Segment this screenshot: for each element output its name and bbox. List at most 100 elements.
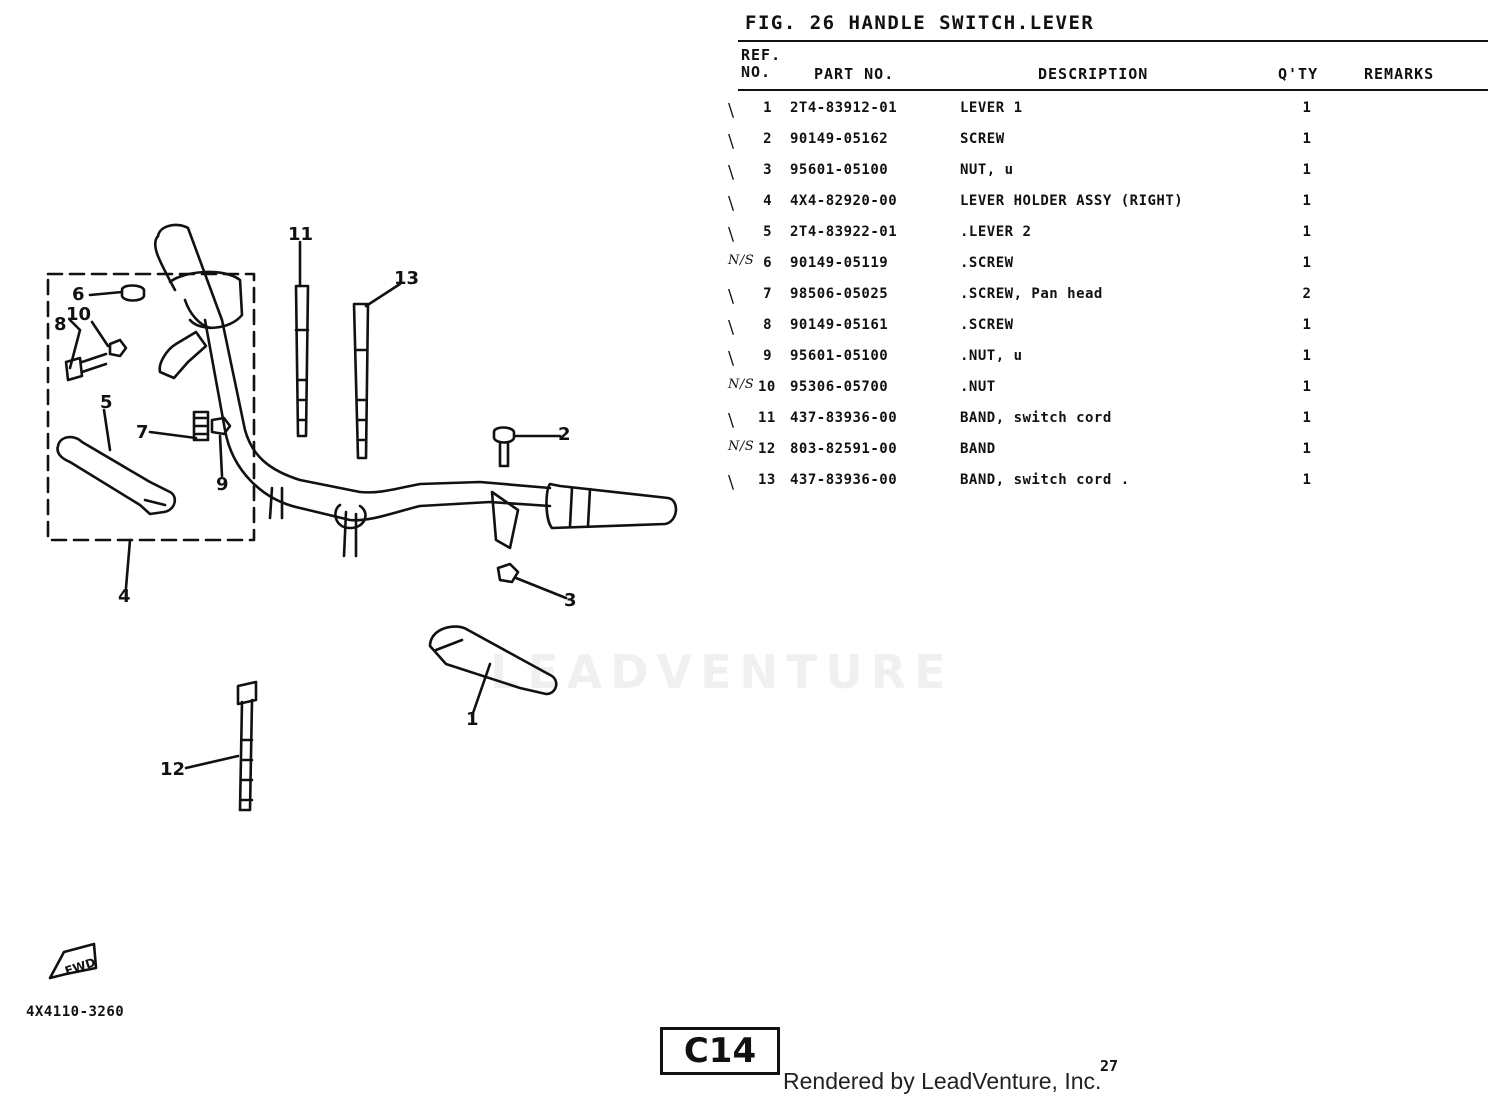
part-no-cell: 2T4-83922-01 xyxy=(790,224,898,240)
check-mark: \ xyxy=(728,193,735,214)
callout-12: 12 xyxy=(160,759,185,780)
callout-6: 6 xyxy=(72,284,85,305)
ref-no-cell: 4 xyxy=(763,193,772,209)
callout-1: 1 xyxy=(466,709,479,730)
ref-no-cell: 3 xyxy=(763,162,772,178)
callout-2: 2 xyxy=(558,424,571,445)
fwd-arrow-label: FWD xyxy=(63,955,97,978)
watermark: LEADVENTURE xyxy=(490,645,954,699)
check-mark: \ xyxy=(728,317,735,338)
qty-cell: 1 xyxy=(1302,255,1312,271)
check-mark: N/S xyxy=(728,439,755,454)
part-no-cell: 90149-05162 xyxy=(790,131,889,147)
part-no-cell: 95601-05100 xyxy=(790,348,889,364)
callout-11: 11 xyxy=(288,224,313,245)
check-mark: \ xyxy=(728,131,735,152)
exploded-parts-diagram: 1 2 3 4 5 6 7 8 9 10 11 12 13 FWD xyxy=(46,223,678,980)
table-row: \ 8 90149-05161 .SCREW 1 xyxy=(728,317,1468,343)
table-row: \ 1 2T4-83912-01 LEVER 1 1 xyxy=(728,100,1468,126)
ref-no-cell: 5 xyxy=(763,224,772,240)
callout-9: 9 xyxy=(216,474,229,495)
description-cell: SCREW xyxy=(960,131,1005,147)
description-cell: .SCREW, Pan head xyxy=(960,286,1103,302)
callout-10: 10 xyxy=(66,304,91,325)
qty-cell: 1 xyxy=(1302,379,1312,395)
table-header-rule xyxy=(738,89,1488,91)
ref-no-cell: 8 xyxy=(763,317,772,333)
callout-7: 7 xyxy=(136,422,149,443)
qty-cell: 1 xyxy=(1302,441,1312,457)
description-cell: BAND, switch cord xyxy=(960,410,1112,426)
callout-4: 4 xyxy=(118,586,131,607)
callout-8: 8 xyxy=(54,314,67,335)
ref-no-cell: 1 xyxy=(763,100,772,116)
description-cell: .NUT, u xyxy=(960,348,1023,364)
part-no-cell: 95601-05100 xyxy=(790,162,889,178)
check-mark: \ xyxy=(728,162,735,183)
ref-no-cell: 12 xyxy=(758,441,776,457)
description-cell: LEVER 1 xyxy=(960,100,1023,116)
check-mark: \ xyxy=(728,224,735,245)
header-ref-no: REF. NO. xyxy=(741,46,782,81)
qty-cell: 1 xyxy=(1302,100,1312,116)
qty-cell: 1 xyxy=(1302,131,1312,147)
callout-3: 3 xyxy=(564,590,577,611)
description-cell: BAND, switch cord . xyxy=(960,472,1130,488)
qty-cell: 1 xyxy=(1302,224,1312,240)
description-cell: NUT, u xyxy=(960,162,1014,178)
check-mark: \ xyxy=(728,410,735,431)
table-row: \ 3 95601-05100 NUT, u 1 xyxy=(728,162,1468,188)
check-mark: \ xyxy=(728,472,735,493)
ref-no-cell: 6 xyxy=(763,255,772,271)
qty-cell: 1 xyxy=(1302,348,1312,364)
part-no-cell: 437-83936-00 xyxy=(790,472,898,488)
page-box: C14 xyxy=(660,1027,780,1075)
table-top-rule xyxy=(738,40,1488,42)
description-cell: .SCREW xyxy=(960,317,1014,333)
part-no-cell: 803-82591-00 xyxy=(790,441,898,457)
ref-no-cell: 11 xyxy=(758,410,776,426)
part-no-cell: 98506-05025 xyxy=(790,286,889,302)
description-cell: .LEVER 2 xyxy=(960,224,1032,240)
check-mark: N/S xyxy=(728,377,755,392)
check-mark: N/S xyxy=(728,253,755,268)
ref-no-cell: 13 xyxy=(758,472,776,488)
header-remarks: REMARKS xyxy=(1364,65,1435,83)
table-row: \ 11 437-83936-00 BAND, switch cord 1 xyxy=(728,410,1468,436)
check-mark: \ xyxy=(728,100,735,121)
part-no-cell: 4X4-82920-00 xyxy=(790,193,898,209)
rendered-by-credit: Rendered by LeadVenture, Inc. xyxy=(783,1068,1102,1094)
qty-cell: 1 xyxy=(1302,162,1312,178)
ref-no-cell: 9 xyxy=(763,348,772,364)
part-no-cell: 95306-05700 xyxy=(790,379,889,395)
callout-13: 13 xyxy=(394,268,419,289)
ref-no-cell: 7 xyxy=(763,286,772,302)
qty-cell: 1 xyxy=(1302,193,1312,209)
qty-cell: 2 xyxy=(1302,286,1312,302)
drawing-code: 4X4110-3260 xyxy=(26,1004,125,1020)
figure-title: FIG. 26 HANDLE SWITCH.LEVER xyxy=(745,12,1095,34)
header-part-no: PART NO. xyxy=(814,65,895,83)
qty-cell: 1 xyxy=(1302,472,1312,488)
table-row: \ 13 437-83936-00 BAND, switch cord . 1 xyxy=(728,472,1468,498)
description-cell: .SCREW xyxy=(960,255,1014,271)
qty-cell: 1 xyxy=(1302,410,1312,426)
description-cell: BAND xyxy=(960,441,996,457)
part-no-cell: 2T4-83912-01 xyxy=(790,100,898,116)
description-cell: .NUT xyxy=(960,379,996,395)
callout-5: 5 xyxy=(100,392,113,413)
part-no-cell: 90149-05119 xyxy=(790,255,889,271)
part-no-cell: 90149-05161 xyxy=(790,317,889,333)
part-no-cell: 437-83936-00 xyxy=(790,410,898,426)
table-row: N/S 6 90149-05119 .SCREW 1 xyxy=(728,253,1468,281)
table-row: \ 5 2T4-83922-01 .LEVER 2 1 xyxy=(728,224,1468,250)
table-row: \ 4 4X4-82920-00 LEVER HOLDER ASSY (RIGHT) 1 xyxy=(728,193,1468,219)
qty-cell: 1 xyxy=(1302,317,1312,333)
header-qty: Q'TY xyxy=(1278,65,1319,83)
description-cell: LEVER HOLDER ASSY (RIGHT) xyxy=(960,193,1184,209)
